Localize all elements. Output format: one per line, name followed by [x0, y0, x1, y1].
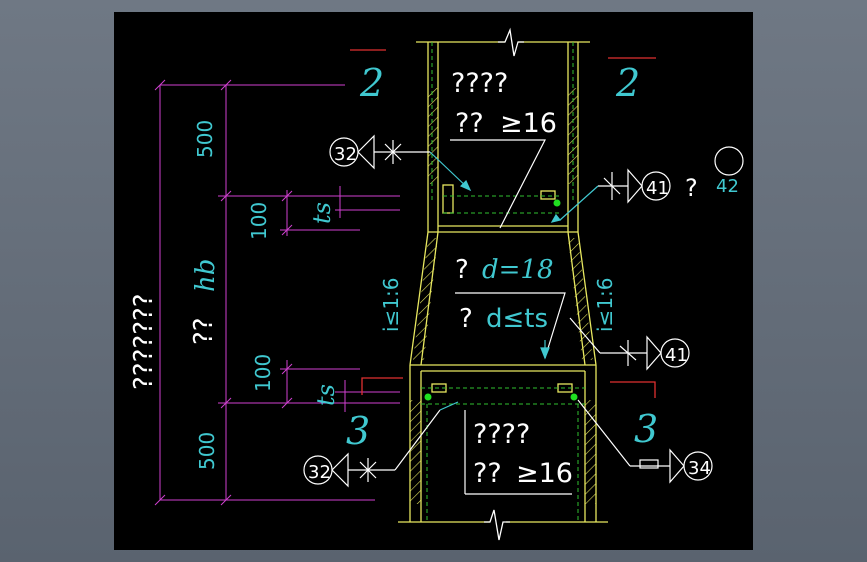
slope-label-right: i≤1:6 [593, 277, 617, 332]
dim-overall-label: ??????? [129, 293, 159, 390]
weld-upper-right-label-b: 42 [716, 176, 739, 197]
middle-note-line1-value: d=18 [482, 255, 554, 285]
weld-symbol-lower-left [303, 409, 441, 488]
upper-note: ???? ?? ≥16 [451, 68, 557, 139]
dim-hb: hb [191, 259, 221, 292]
section-mark-top-right: 2 [615, 61, 640, 105]
weld-lower-right-label: 34 [688, 458, 711, 479]
middle-note-line2-value: d≤ts [486, 304, 548, 334]
lower-note-leader [464, 410, 572, 495]
middle-note-line2-prefix: ? [459, 304, 473, 334]
section-mark-bottom-right: 3 [634, 407, 658, 451]
dim-bottom-ts: ts [312, 384, 340, 406]
weld-symbol-upper-left [329, 134, 471, 191]
dim-bottom-500: 500 [195, 432, 219, 470]
dim-top-500: 500 [193, 120, 217, 158]
section-mark-labels: 2 2 3 3 [346, 61, 658, 453]
leader-arrows [439, 179, 562, 411]
dimension-labels: 500 100 ts 100 ts 500 hb [191, 120, 340, 470]
weld-middle-right-label: 41 [665, 345, 688, 366]
middle-note: ? d=18 ? d≤ts [455, 255, 554, 334]
lower-note: ???? ?? ≥16 [473, 419, 573, 489]
upper-note-line2-prefix: ?? [455, 108, 484, 139]
dim-hb-prefix: ?? [189, 317, 219, 345]
slope-label-left: i≤1:6 [379, 277, 403, 332]
section-mark-bottom-left: 3 [346, 409, 370, 453]
middle-note-leader [455, 292, 566, 359]
upper-note-line1: ???? [451, 68, 508, 99]
lower-note-line2-prefix: ?? [473, 458, 502, 489]
weld-dots [424, 199, 578, 401]
weld-symbol-lower-right [577, 399, 713, 484]
upper-note-leader [450, 139, 546, 229]
weld-symbol-upper-right [559, 146, 744, 221]
dim-bottom-100: 100 [251, 354, 275, 392]
weld-symbol-middle-right [569, 317, 690, 371]
dim-top-100: 100 [247, 202, 271, 240]
weld-lower-left-label: 32 [308, 462, 331, 483]
dimension-lines [154, 79, 400, 506]
dim-top-ts: ts [308, 202, 336, 224]
lower-note-line2-value: ≥16 [516, 458, 573, 489]
weld-upper-right-q: ? [685, 174, 698, 202]
hidden-lines [421, 42, 585, 522]
weld-upper-left-label: 32 [334, 144, 357, 165]
break-symbols [484, 27, 524, 541]
upper-note-line2-value: ≥16 [500, 108, 557, 139]
section-mark-lines [350, 49, 656, 398]
weld-upper-right-label-a: 41 [646, 178, 669, 199]
lower-note-line1: ???? [473, 419, 530, 450]
middle-note-line1-prefix: ? [455, 255, 469, 285]
section-mark-top-left: 2 [359, 61, 384, 105]
